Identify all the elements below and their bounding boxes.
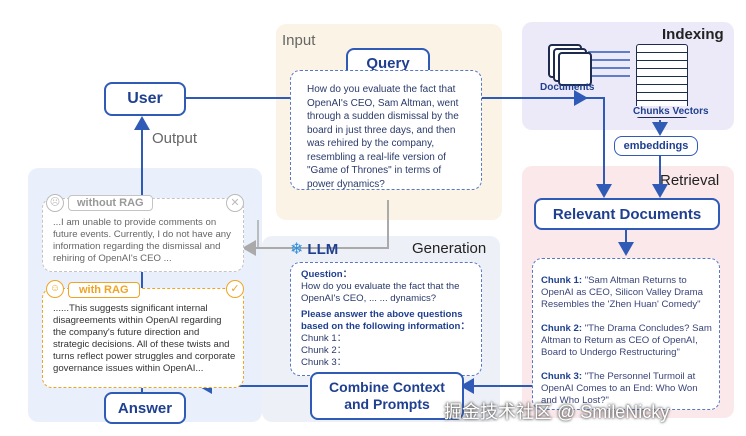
retrieval-section-label: Retrieval [660, 172, 720, 189]
with-rag-label: with RAG [68, 282, 140, 298]
close-icon: ✕ [226, 194, 244, 212]
query-text-box: How do you evaluate the fact that OpenAI… [290, 70, 482, 190]
output-section-label: Output [152, 130, 198, 147]
prompt-question-label: Question： [301, 269, 353, 280]
prompt-chunk-3: Chunk 3： [301, 357, 347, 368]
prompt-box: Question： How do you evaluate the fact t… [290, 262, 482, 376]
prompt-question-text: How do you evaluate the fact that the Op… [301, 281, 460, 304]
relevant-documents-node: Relevant Documents [534, 198, 720, 230]
watermark: 掘金技术社区 @ SmileNicky [444, 402, 670, 422]
with-rag-box: ......This suggests significant internal… [42, 288, 244, 388]
prompt-chunk-2: Chunk 2： [301, 345, 347, 356]
generation-section-label: Generation [412, 240, 487, 257]
with-rag-text: ......This suggests significant internal… [53, 303, 236, 374]
chunk-1: Chunk 1: "Sam Altman Returns to OpenAI a… [541, 275, 703, 310]
input-section-label: Input [282, 32, 316, 49]
user-node: User [104, 82, 186, 116]
answer-node: Answer [104, 392, 186, 424]
combine-context-node: Combine Context and Prompts [310, 372, 464, 420]
without-rag-label: without RAG [68, 195, 153, 211]
prompt-chunk-1: Chunk 1： [301, 333, 347, 344]
chunk-2: Chunk 2: "The Drama Concludes? Sam Altma… [541, 323, 712, 358]
query-text: How do you evaluate the fact that OpenAI… [307, 84, 459, 190]
chunks-vectors-label: Chunks Vectors [632, 106, 710, 117]
indexing-section-label: Indexing [662, 26, 724, 43]
without-rag-header: ☹ without RAG ✕ [44, 192, 244, 216]
without-rag-text: ...I am unable to provide comments on fu… [53, 217, 231, 264]
with-rag-header: ☺ with RAG ✓ [44, 280, 244, 304]
smile-face-icon: ☺ [46, 280, 64, 298]
chunks-vectors-icon [636, 44, 688, 118]
chunks-box: Chunk 1: "Sam Altman Returns to OpenAI a… [532, 258, 720, 410]
chunk-3: Chunk 3: "The Personnel Turmoil at OpenA… [541, 371, 698, 406]
documents-label: Documents [540, 82, 595, 93]
sad-face-icon: ☹ [46, 194, 64, 212]
prompt-instruction: Please answer the above questions based … [301, 309, 470, 332]
documents-stack-icon [548, 44, 592, 86]
embeddings-node: embeddings [614, 136, 698, 156]
check-icon: ✓ [226, 280, 244, 298]
llm-node: ❄ LLM [290, 240, 339, 259]
snowflake-icon: ❄ [290, 241, 304, 258]
